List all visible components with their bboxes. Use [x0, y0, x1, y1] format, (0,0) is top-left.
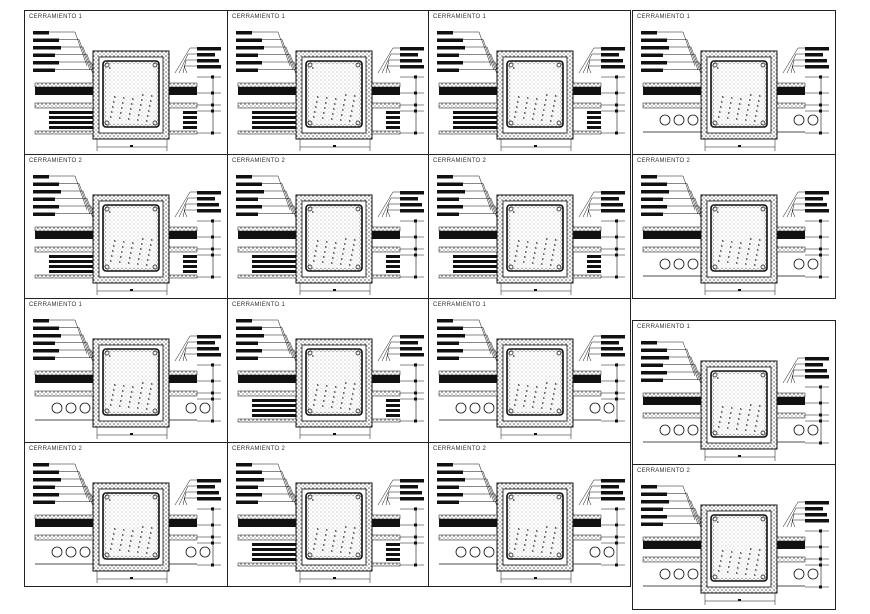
panel-title: CERRAMIENTO 2 [637, 468, 691, 474]
panel-title: CERRAMIENTO 1 [29, 14, 83, 20]
section-detail-drawing [33, 175, 221, 295]
detail-panel: CERRAMIENTO 2 [227, 442, 429, 587]
section-detail-drawing [437, 31, 625, 151]
panel-title: CERRAMIENTO 1 [637, 324, 691, 330]
panel-title: CERRAMIENTO 1 [637, 14, 691, 20]
detail-panel: CERRAMIENTO 1 [428, 298, 631, 443]
panel-title: CERRAMIENTO 1 [433, 302, 487, 308]
panel-title: CERRAMIENTO 2 [433, 158, 487, 164]
detail-panel: CERRAMIENTO 2 [428, 154, 631, 299]
detail-panel: CERRAMIENTO 2 [24, 154, 228, 299]
section-detail-drawing [641, 175, 829, 295]
detail-panel: CERRAMIENTO 1 [632, 10, 836, 155]
panel-title: CERRAMIENTO 1 [433, 14, 487, 20]
detail-panel: CERRAMIENTO 2 [24, 442, 228, 587]
panel-title: CERRAMIENTO 1 [232, 14, 286, 20]
section-detail-drawing [236, 175, 424, 295]
detail-panel: CERRAMIENTO 1 [227, 298, 429, 443]
detail-panel: CERRAMIENTO 2 [632, 464, 836, 610]
section-detail-drawing [33, 463, 221, 583]
panel-title: CERRAMIENTO 2 [29, 158, 83, 164]
detail-panel: CERRAMIENTO 1 [227, 10, 429, 155]
panel-title: CERRAMIENTO 1 [29, 302, 83, 308]
detail-panel: CERRAMIENTO 1 [632, 320, 836, 465]
section-detail-drawing [236, 31, 424, 151]
section-detail-drawing [641, 485, 829, 605]
panel-title: CERRAMIENTO 2 [232, 158, 286, 164]
detail-panel: CERRAMIENTO 2 [428, 442, 631, 587]
panel-title: CERRAMIENTO 1 [232, 302, 286, 308]
detail-panel: CERRAMIENTO 1 [24, 10, 228, 155]
section-detail-drawing [33, 31, 221, 151]
section-detail-drawing [437, 319, 625, 439]
panel-title: CERRAMIENTO 2 [637, 158, 691, 164]
detail-panel: CERRAMIENTO 1 [428, 10, 631, 155]
section-detail-drawing [641, 341, 829, 461]
section-detail-drawing [437, 463, 625, 583]
panel-title: CERRAMIENTO 2 [232, 446, 286, 452]
section-detail-drawing [236, 463, 424, 583]
detail-panel: CERRAMIENTO 2 [632, 154, 836, 299]
section-detail-drawing [437, 175, 625, 295]
section-detail-drawing [33, 319, 221, 439]
detail-panel: CERRAMIENTO 1 [24, 298, 228, 443]
section-detail-drawing [641, 31, 829, 151]
panel-title: CERRAMIENTO 2 [29, 446, 83, 452]
section-detail-drawing [236, 319, 424, 439]
panel-title: CERRAMIENTO 2 [433, 446, 487, 452]
detail-panel: CERRAMIENTO 2 [227, 154, 429, 299]
